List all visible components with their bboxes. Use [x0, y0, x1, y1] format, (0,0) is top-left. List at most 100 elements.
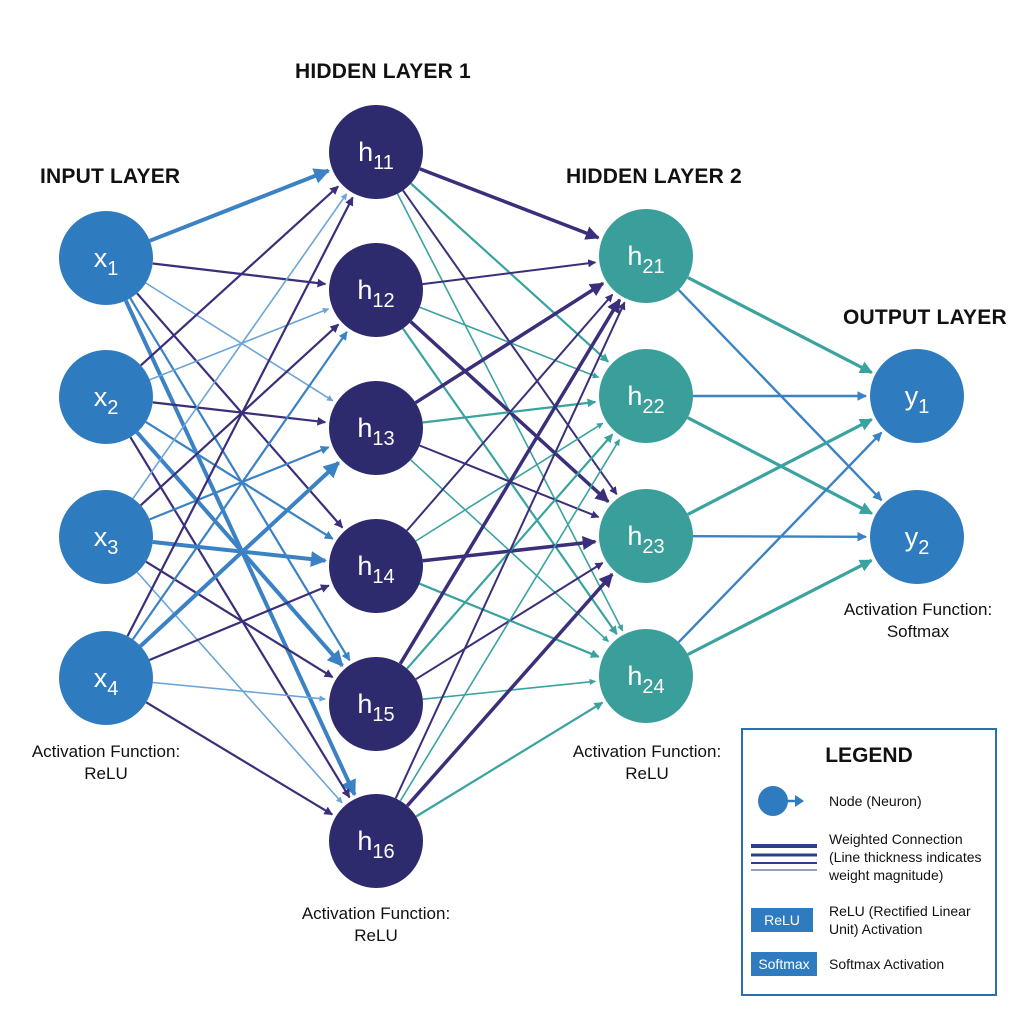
hidden2-activation-label: Activation Function: ReLU [559, 741, 735, 785]
legend-softmax-badge: Softmax [751, 952, 817, 976]
legend-node-icon [758, 786, 804, 816]
legend-softmax-text: Softmax Activation [829, 956, 945, 972]
node-label-h11: h11 [358, 137, 394, 174]
connection-hidden1-3-to-hidden2-1 [414, 281, 605, 405]
connections [123, 167, 883, 818]
legend-connection-icon [751, 844, 817, 871]
connection-input-1-to-hidden1-2 [152, 262, 327, 288]
node-label-x4: x4 [94, 663, 119, 700]
legend: LEGEND Node (Neuron) Weighted Connection… [741, 728, 997, 996]
node-label-h24: h24 [627, 661, 664, 698]
node-label-h12: h12 [357, 275, 394, 312]
hidden2-activation-line2: ReLU [625, 764, 669, 783]
legend-connection-text: Weighted Connection (Line thickness indi… [829, 830, 982, 884]
node-y1 [870, 349, 964, 443]
node-label-x2: x2 [94, 382, 119, 419]
connection-input-2-to-hidden1-1 [140, 185, 339, 367]
connection-input-4-to-hidden1-4 [148, 584, 330, 662]
connection-input-3-to-hidden1-2 [139, 323, 340, 507]
node-label-h23: h23 [627, 521, 664, 558]
connection-input-2-to-hidden1-3 [152, 401, 327, 426]
connection-input-3-to-hidden1-4 [152, 540, 327, 568]
connection-input-1-to-hidden1-3 [145, 282, 334, 402]
node-h15 [329, 657, 423, 751]
hidden-layer-2-title: HIDDEN LAYER 2 [566, 165, 742, 188]
neurons: x1x2x3x4h11h12h13h14h15h16h21h22h23h24y1… [59, 105, 964, 888]
connection-hidden1-6-to-hidden2-1 [394, 301, 626, 799]
node-h14 [329, 519, 423, 613]
connection-input-3-to-hidden1-6 [136, 571, 343, 804]
connection-input-2-to-hidden1-2 [149, 307, 330, 381]
output-activation-line2: Softmax [886, 622, 950, 641]
input-activation-line2: ReLU [84, 764, 128, 783]
node-h11 [329, 105, 423, 199]
legend-relu-badge: ReLU [751, 908, 813, 932]
connection-hidden2-4-to-output-1 [677, 431, 883, 644]
connection-input-4-to-hidden1-6 [145, 701, 334, 816]
connection-input-4-to-hidden1-1 [126, 196, 354, 637]
input-activation-line1: Activation Function: [31, 742, 181, 761]
node-label-y1: y1 [905, 381, 930, 418]
legend-connection-line3: weight magnitude) [829, 867, 944, 883]
node-x2 [59, 350, 153, 444]
output-activation-label: Activation Function: Softmax [830, 599, 1006, 643]
node-y2 [870, 490, 964, 584]
hidden1-activation-line1: Activation Function: [301, 904, 451, 923]
connection-input-4-to-hidden1-2 [131, 331, 348, 641]
node-h13 [329, 381, 423, 475]
node-h22 [599, 349, 693, 443]
hidden-layer-1-title: HIDDEN LAYER 1 [295, 60, 471, 83]
connection-hidden1-5-to-hidden2-1 [398, 298, 622, 665]
connection-input-3-to-hidden1-3 [149, 445, 330, 521]
connection-input-4-to-hidden1-5 [152, 681, 326, 702]
node-label-h21: h21 [627, 241, 664, 278]
connection-input-4-to-hidden1-3 [139, 461, 340, 648]
output-layer-title: OUTPUT LAYER [843, 306, 1007, 329]
node-label-h14: h14 [357, 551, 394, 588]
node-h21 [599, 209, 693, 303]
legend-node-text: Node (Neuron) [829, 793, 922, 809]
connection-hidden2-3-to-output-1 [687, 417, 873, 516]
connection-input-3-to-hidden1-1 [132, 193, 348, 499]
node-label-x3: x3 [94, 522, 119, 559]
legend-title: LEGEND [825, 744, 913, 767]
hidden2-activation-line1: Activation Function: [572, 742, 722, 761]
connection-hidden2-1-to-output-1 [687, 276, 873, 375]
input-layer-title: INPUT LAYER [40, 165, 181, 188]
node-label-h16: h16 [357, 826, 394, 863]
node-x3 [59, 490, 153, 584]
connection-hidden1-6-to-hidden2-3 [405, 573, 614, 807]
connection-input-2-to-hidden1-6 [129, 436, 351, 799]
legend-connection-line2: (Line thickness indicates [829, 849, 982, 865]
legend-connection-line1: Weighted Connection [829, 831, 963, 847]
node-h16 [329, 794, 423, 888]
connection-hidden1-1-to-hidden2-1 [419, 167, 600, 240]
node-x4 [59, 631, 153, 725]
hidden1-activation-line2: ReLU [354, 926, 398, 945]
connection-input-3-to-hidden1-5 [145, 560, 334, 679]
node-label-x1: x1 [94, 243, 119, 280]
connection-input-1-to-hidden1-4 [136, 292, 344, 529]
connection-input-1-to-hidden1-5 [129, 297, 351, 662]
node-h24 [599, 629, 693, 723]
connection-hidden1-6-to-hidden2-4 [415, 701, 604, 818]
connection-input-2-to-hidden1-4 [145, 420, 334, 540]
node-h23 [599, 489, 693, 583]
connection-hidden1-6-to-hidden2-2 [399, 439, 621, 802]
hidden1-activation-label: Activation Function: ReLU [288, 903, 464, 947]
node-label-y2: y2 [905, 522, 930, 559]
legend-relu-line2: Unit) Activation [829, 921, 923, 937]
connection-hidden1-2-to-hidden2-1 [422, 259, 597, 286]
node-x1 [59, 211, 153, 305]
node-label-h22: h22 [627, 381, 664, 418]
connection-hidden2-4-to-output-2 [687, 558, 873, 656]
legend-relu-text: ReLU (Rectified Linear Unit) Activation [829, 902, 971, 938]
connection-input-2-to-hidden1-5 [135, 430, 344, 668]
output-activation-line1: Activation Function: [843, 600, 993, 619]
connection-input-1-to-hidden1-1 [148, 168, 330, 243]
node-h12 [329, 243, 423, 337]
legend-relu-line1: ReLU (Rectified Linear [829, 903, 971, 919]
connection-hidden1-4-to-hidden2-1 [406, 293, 614, 532]
node-label-h13: h13 [357, 413, 394, 450]
